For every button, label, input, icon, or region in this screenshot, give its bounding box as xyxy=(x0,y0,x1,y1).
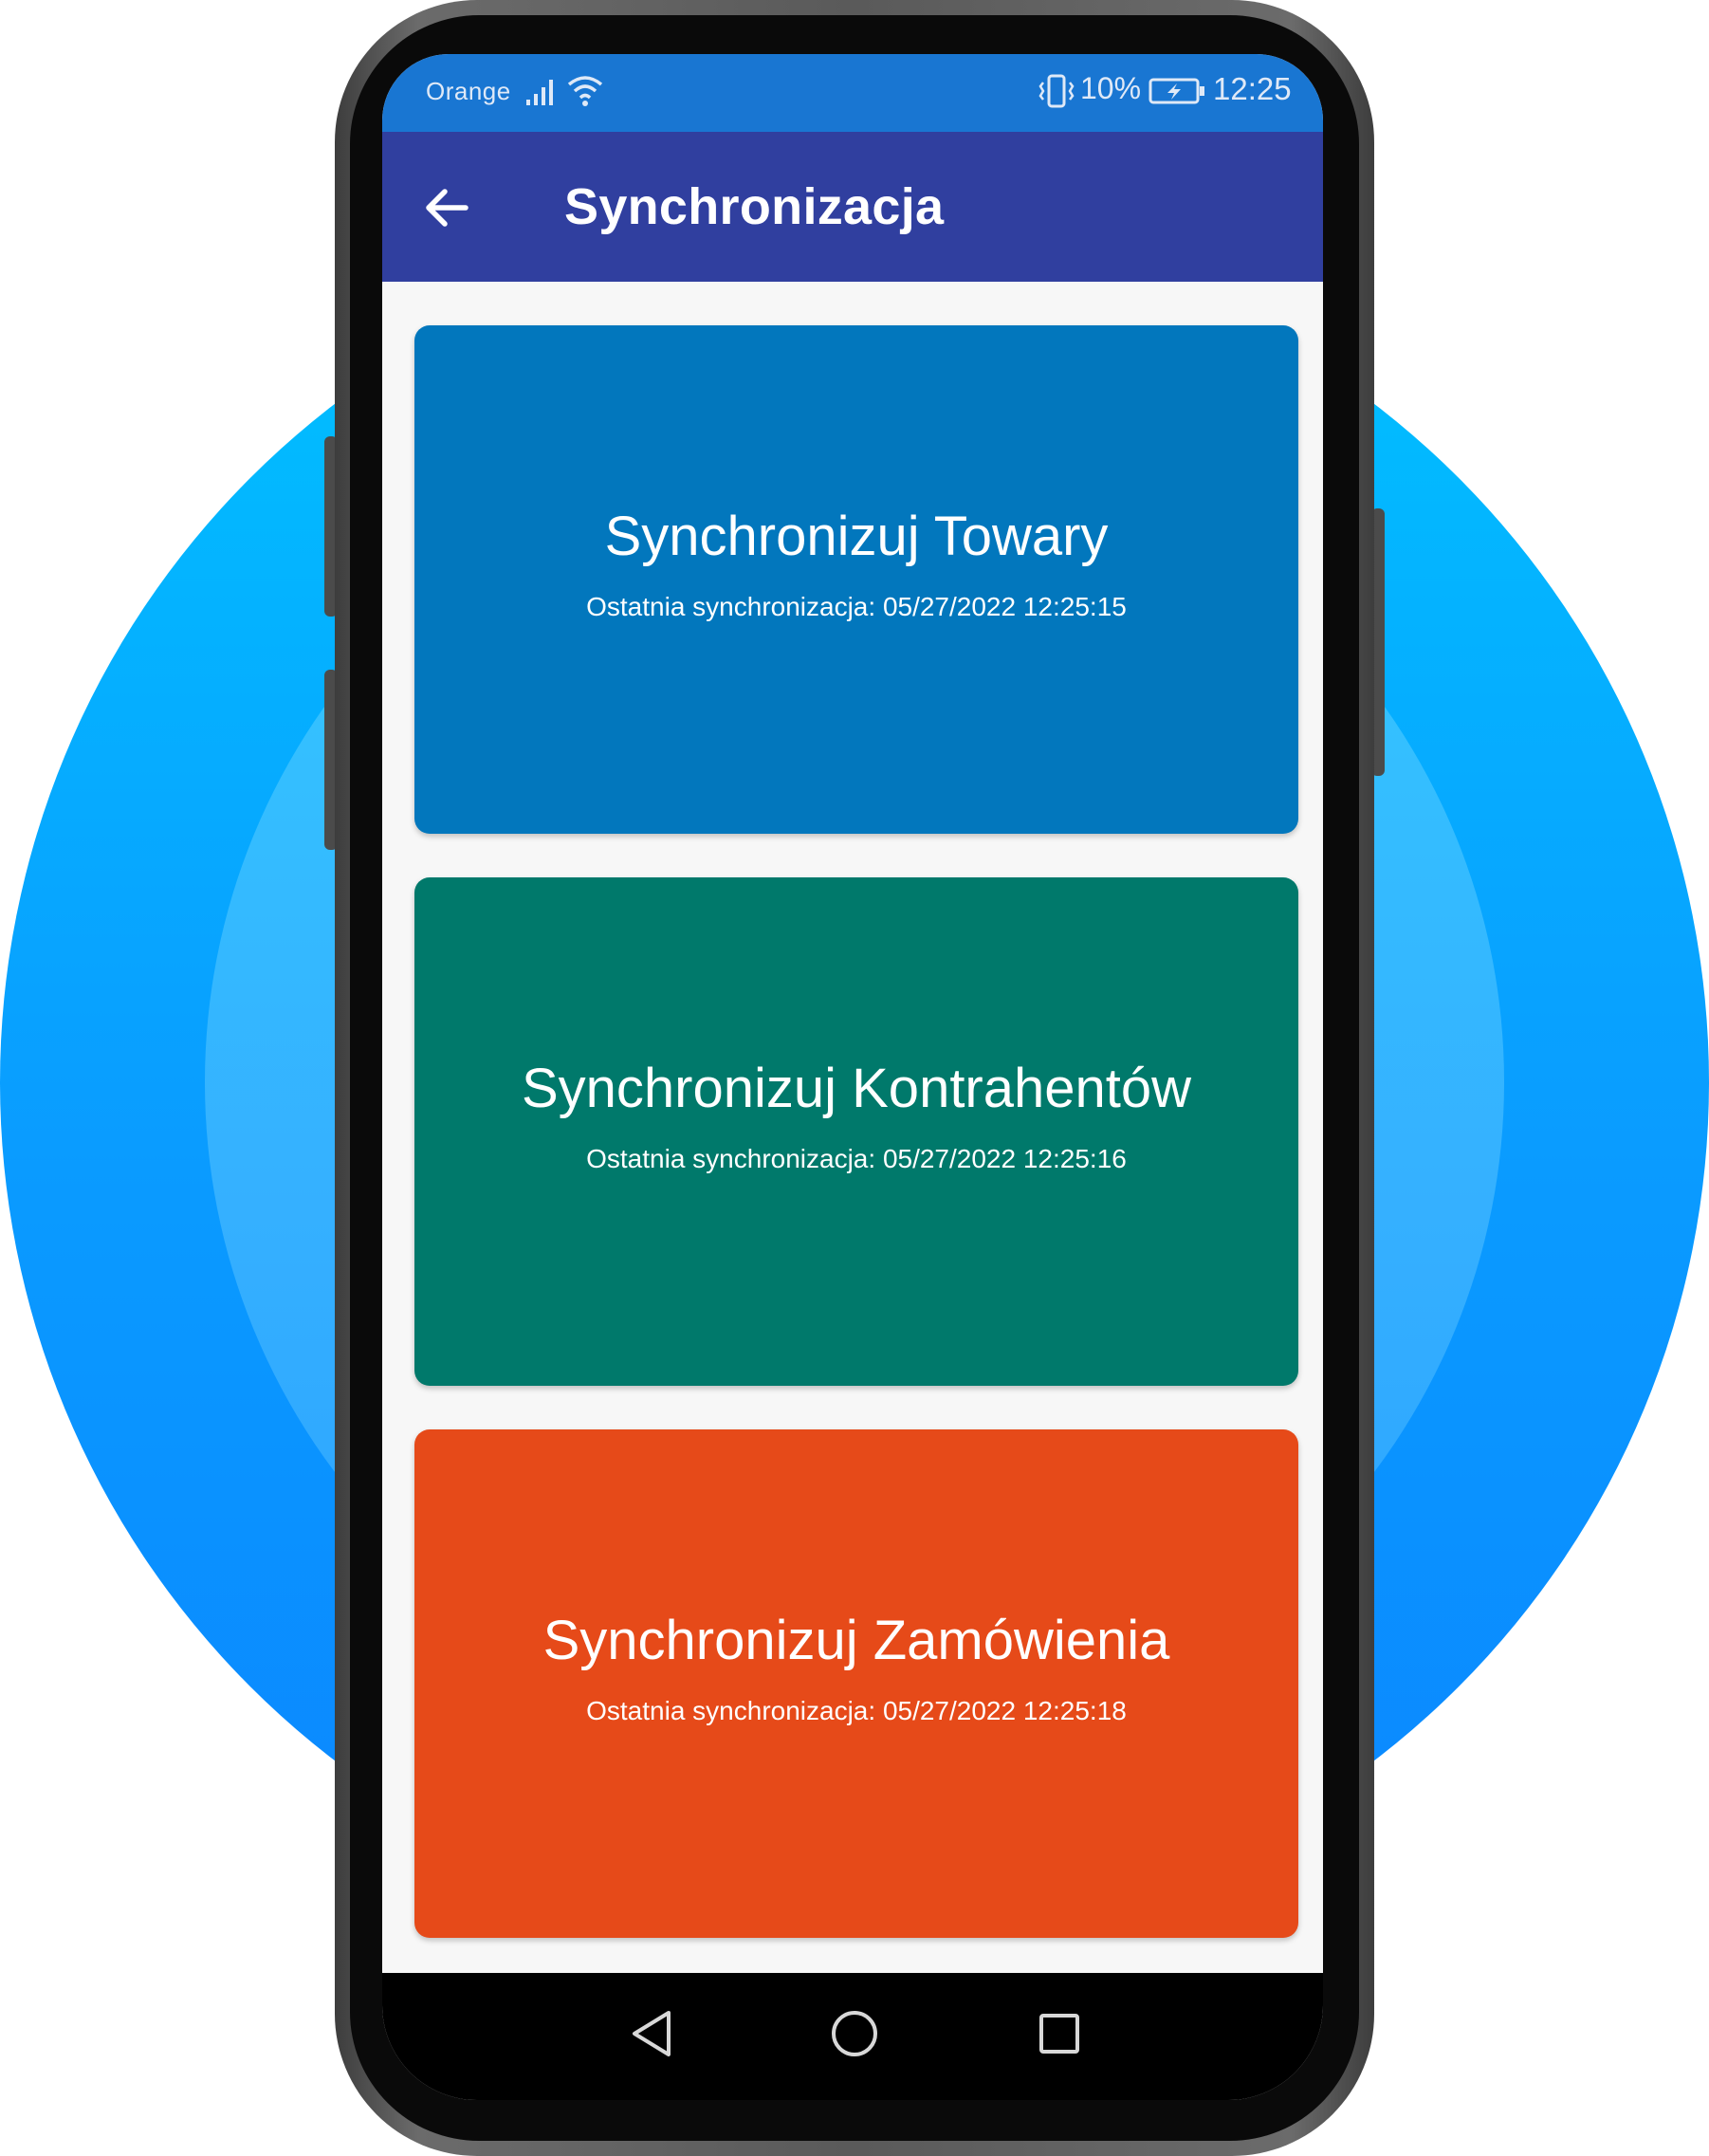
nav-home-icon[interactable] xyxy=(830,2009,879,2058)
phone-screen: Orange 10% 12:25 Synchroni xyxy=(382,54,1323,2100)
sync-products-last-sync: Ostatnia synchronizacja: 05/27/2022 12:2… xyxy=(586,592,1127,621)
nav-back-icon[interactable] xyxy=(627,2007,676,2060)
sync-orders-button[interactable]: Synchronizuj Zamówienia Ostatnia synchro… xyxy=(414,1429,1298,1938)
sync-orders-title: Synchronizuj Zamówienia xyxy=(542,1610,1170,1671)
sync-list: Synchronizuj Towary Ostatnia synchroniza… xyxy=(382,282,1323,1973)
battery-percent: 10% xyxy=(1080,71,1142,105)
arrow-left-icon[interactable] xyxy=(420,181,473,234)
battery-charging-icon xyxy=(1149,78,1204,104)
sync-contractors-button[interactable]: Synchronizuj Kontrahentów Ostatnia synch… xyxy=(414,877,1298,1386)
nav-recent-icon[interactable] xyxy=(1037,2011,1082,2056)
sync-products-button[interactable]: Synchronizuj Towary Ostatnia synchroniza… xyxy=(414,325,1298,834)
signal-icon xyxy=(526,80,553,105)
vibrate-icon xyxy=(1038,74,1075,108)
app-bar: Synchronizacja xyxy=(382,132,1323,282)
sync-contractors-last-sync: Ostatnia synchronizacja: 05/27/2022 12:2… xyxy=(586,1144,1127,1173)
status-bar: Orange 10% 12:25 xyxy=(382,54,1323,132)
carrier-name: Orange xyxy=(426,77,511,105)
navigation-bar xyxy=(382,1973,1323,2100)
volume-down-button xyxy=(324,670,338,850)
status-time: 12:25 xyxy=(1213,71,1292,106)
sync-orders-last-sync: Ostatnia synchronizacja: 05/27/2022 12:2… xyxy=(586,1696,1127,1725)
volume-up-button xyxy=(324,436,338,617)
wifi-icon xyxy=(567,76,603,106)
page-title: Synchronizacja xyxy=(564,178,945,235)
sync-contractors-title: Synchronizuj Kontrahentów xyxy=(521,1058,1192,1119)
power-button xyxy=(1371,508,1385,776)
sync-products-title: Synchronizuj Towary xyxy=(604,506,1109,567)
